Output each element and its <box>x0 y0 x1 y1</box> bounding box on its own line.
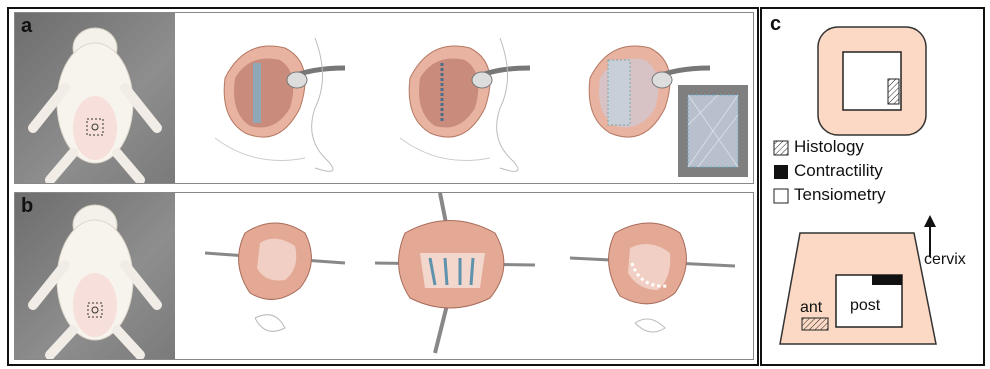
ant-label: ant <box>800 299 822 317</box>
mesh-inset <box>678 85 748 177</box>
row-b: b <box>14 192 754 360</box>
legend-swatch-contractility <box>774 165 788 179</box>
panel-ab: a <box>7 7 759 366</box>
histology-strip <box>888 79 899 104</box>
sheep-a <box>33 28 157 180</box>
sheep-b <box>33 205 157 355</box>
sample-square-diagram <box>818 27 926 135</box>
legend-swatch-histology <box>774 141 788 155</box>
surgery-illustration-b1 <box>205 223 345 331</box>
surgery-illustration-a2 <box>400 38 530 171</box>
panel-label-a: a <box>21 15 32 38</box>
histology-sample <box>802 318 828 330</box>
legend-contractility: Contractility <box>794 161 883 181</box>
row-a-illustrations <box>15 13 753 183</box>
legend-tensiometry: Tensiometry <box>794 185 886 205</box>
surgery-illustration-b2 <box>375 193 535 353</box>
legend-swatch-tensiometry <box>774 189 788 203</box>
panel-label-b: b <box>21 195 33 218</box>
uterus-trapezoid-diagram <box>780 215 936 344</box>
post-label: post <box>850 297 880 315</box>
row-a: a <box>14 12 754 184</box>
cervix-label: cervix <box>924 251 966 269</box>
legend-histology: Histology <box>794 137 864 157</box>
surgery-illustration-b3 <box>570 223 735 332</box>
row-b-illustrations <box>15 193 753 359</box>
contractility-sample <box>872 275 902 285</box>
surgery-illustration-a1 <box>215 38 345 171</box>
panel-c: c <box>760 7 985 366</box>
